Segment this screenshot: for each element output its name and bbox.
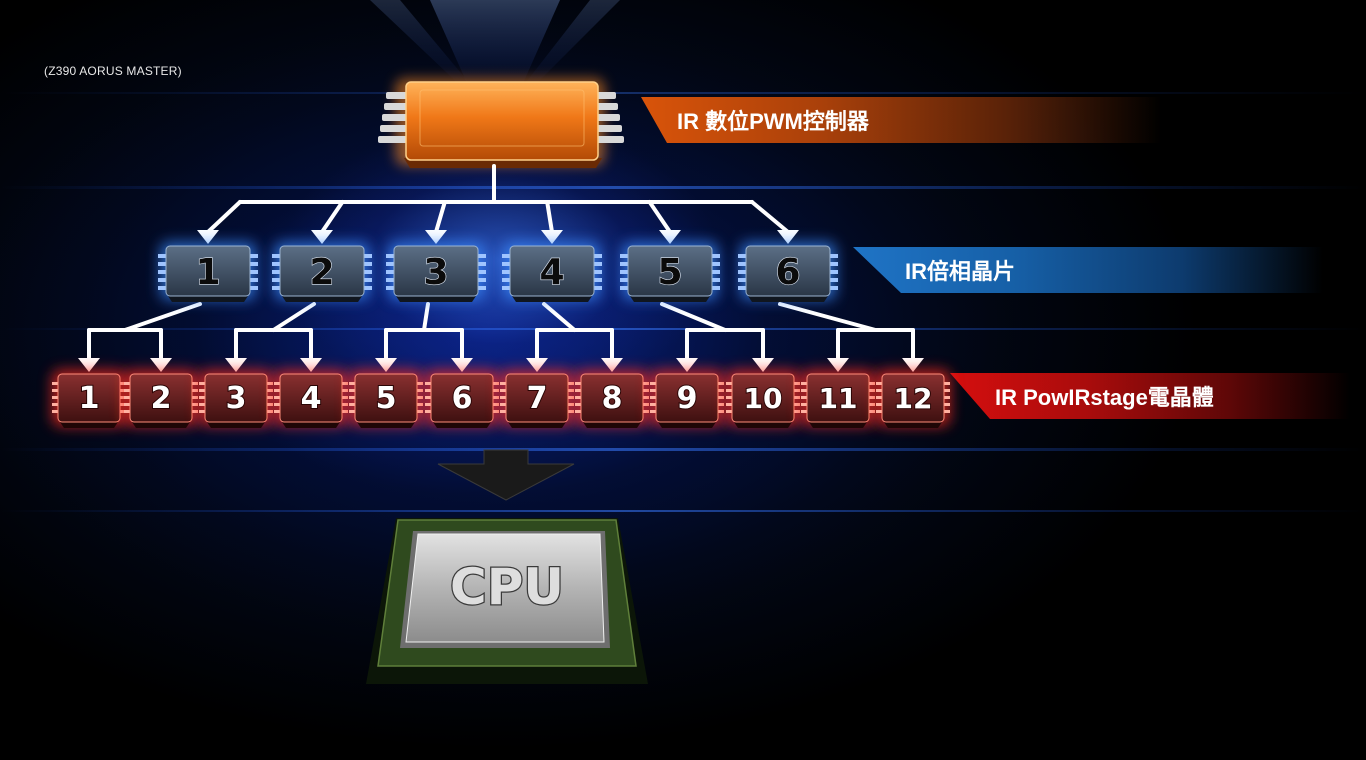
powirstage-chip-10: 10 xyxy=(726,370,800,428)
pwm-controller-banner: IR 數位PWM控制器 xyxy=(641,97,1161,143)
powirstage-chip-3: 3 xyxy=(199,370,273,428)
powirstage-chip-9: 9 xyxy=(650,370,724,428)
doubler-arrow-icon xyxy=(541,230,563,244)
doubler-arrow-icon xyxy=(197,230,219,244)
powirstage-number: 8 xyxy=(602,381,623,416)
doubler-banner: IR倍相晶片 xyxy=(853,247,1323,293)
doubler-feed-line xyxy=(206,200,242,234)
stage-arrow-icon xyxy=(78,358,100,372)
powirstage-chip-7: 7 xyxy=(500,370,574,428)
pwm-controller-chip xyxy=(378,78,624,168)
doubler-number: 2 xyxy=(309,252,334,293)
stage-arrow-icon xyxy=(300,358,322,372)
cpu-label: CPU xyxy=(450,558,564,616)
doubler-arrow-icon xyxy=(425,230,447,244)
powirstage-number: 7 xyxy=(527,381,548,416)
doubler-arrow-icon xyxy=(777,230,799,244)
stage-arrow-icon xyxy=(827,358,849,372)
stage-arrow-icon xyxy=(451,358,473,372)
doubler-feed-line xyxy=(647,200,672,234)
powirstage-chip-5: 5 xyxy=(349,370,423,428)
doubler-label: IR倍相晶片 xyxy=(905,259,1016,284)
doubler-number: 1 xyxy=(195,252,220,293)
powirstage-number: 2 xyxy=(151,381,172,416)
controller-pins-left xyxy=(378,92,408,143)
powirstage-chip-11: 11 xyxy=(801,370,875,428)
stage-trunk-line xyxy=(271,302,316,332)
powirstage-number: 3 xyxy=(226,381,247,416)
doubler-chip-5: 5 xyxy=(620,242,720,302)
doubler-number: 5 xyxy=(657,252,682,293)
powirstage-number: 11 xyxy=(819,382,858,415)
stage-arrow-icon xyxy=(225,358,247,372)
powirstage-chip-8: 8 xyxy=(575,370,649,428)
doubler-feed-line xyxy=(750,200,790,234)
doubler-number: 3 xyxy=(423,252,448,293)
stage-arrow-icon xyxy=(375,358,397,372)
connectors xyxy=(78,164,924,372)
controller-pins-right xyxy=(594,92,624,143)
model-label: (Z390 AORUS MASTER) xyxy=(44,64,182,78)
powirstage-chip-1: 1 xyxy=(52,370,126,428)
stage-trunk-line xyxy=(778,302,878,332)
doubler-row: 1 2 3 4 5 6 xyxy=(158,242,838,302)
powirstage-chip-4: 4 xyxy=(274,370,348,428)
powirstage-chip-12: 12 xyxy=(876,370,950,428)
doubler-arrow-icon xyxy=(311,230,333,244)
powirstage-number: 1 xyxy=(79,381,100,416)
powirstage-number: 4 xyxy=(301,381,322,416)
doubler-feed-line xyxy=(320,200,345,234)
doubler-chip-3: 3 xyxy=(386,242,486,302)
cpu-chip: CPU xyxy=(366,518,648,684)
doubler-feed-line xyxy=(434,200,447,234)
powirstage-chip-6: 6 xyxy=(425,370,499,428)
stage-trunk-line xyxy=(542,302,577,332)
stage-arrow-icon xyxy=(676,358,698,372)
down-arrow-icon xyxy=(437,449,575,501)
doubler-chip-4: 4 xyxy=(502,242,602,302)
doubler-chip-2: 2 xyxy=(272,242,372,302)
powirstage-number: 10 xyxy=(744,382,783,415)
stage-trunk-line xyxy=(123,302,202,332)
powirstage-number: 12 xyxy=(894,382,933,415)
powirstage-number: 5 xyxy=(376,381,397,416)
powirstage-number: 9 xyxy=(677,381,698,416)
stage-arrow-icon xyxy=(150,358,172,372)
doubler-number: 4 xyxy=(539,252,564,293)
powirstage-banner: IR PowIRstage電晶體 xyxy=(950,373,1350,419)
powirstage-chip-2: 2 xyxy=(124,370,198,428)
doubler-number: 6 xyxy=(775,252,800,293)
stage-arrow-icon xyxy=(752,358,774,372)
powirstage-label: IR PowIRstage電晶體 xyxy=(995,385,1214,410)
doubler-chip-6: 6 xyxy=(738,242,838,302)
stage-arrow-icon xyxy=(601,358,623,372)
doubler-arrow-icon xyxy=(659,230,681,244)
stage-trunk-line xyxy=(660,302,727,332)
doubler-chip-1: 1 xyxy=(158,242,258,302)
pwm-controller-label: IR 數位PWM控制器 xyxy=(677,109,869,134)
powirstage-number: 6 xyxy=(452,381,473,416)
doubler-feed-line xyxy=(545,200,554,234)
stage-arrow-icon xyxy=(902,358,924,372)
stage-trunk-line xyxy=(422,302,430,332)
stage-arrow-icon xyxy=(526,358,548,372)
